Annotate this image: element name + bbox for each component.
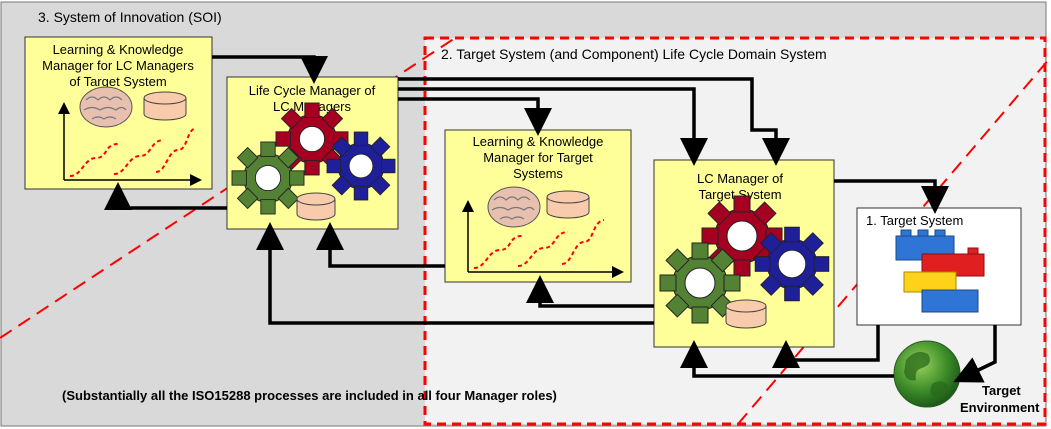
arrow-lk-lc-to-lcm-lc — [212, 55, 328, 84]
arrow-lcm-lc-to-lk-target — [398, 97, 552, 136]
soi-title: 3. System of Innovation (SOI) — [38, 9, 222, 25]
cylinder-icon — [143, 91, 187, 121]
gear-icon-green — [231, 141, 305, 215]
arrow-connectors — [104, 55, 997, 383]
gear-icon-red — [275, 102, 349, 176]
footnote: (Substantially all the ISO15288 processe… — [62, 388, 557, 403]
brain-icon — [487, 186, 541, 228]
box-lk-target-title-3: Systems — [513, 166, 563, 181]
gear-icon-green — [659, 242, 741, 324]
box-lk-lc-title-2: Manager for LC Managers — [42, 58, 194, 73]
environment-label-2: Environment — [960, 400, 1040, 415]
brain-icon — [79, 86, 133, 128]
globe-icon — [893, 340, 961, 408]
cylinder-icon — [725, 299, 767, 329]
cylinder-icon — [546, 190, 590, 219]
cylinder-icon — [296, 192, 336, 221]
box-lcm-target-title-2: Target System — [698, 187, 781, 202]
arrow-lcm-target-to-target — [834, 179, 949, 214]
box-lcm-lc-title-1: Life Cycle Manager of — [249, 83, 376, 98]
arrow-env-to-lcm-target — [680, 340, 894, 378]
s-curve-chart-icon — [58, 102, 202, 186]
box-lk-target-title-1: Learning & Knowledge — [473, 134, 604, 149]
box-target-title: 1. Target System — [866, 213, 963, 228]
box-lk-lc-title-1: Learning & Knowledge — [53, 42, 184, 57]
arrow-lk-target-to-lcm-target — [398, 77, 790, 166]
environment-label-1: Target — [982, 383, 1021, 398]
s-curve-chart-icon — [462, 200, 624, 278]
arrow-target-to-lcm-target — [772, 325, 880, 368]
arrow-lcm-lc-to-lcm-target — [398, 87, 708, 166]
box-lk-target-title-2: Manager for Target — [483, 150, 593, 165]
arrow-lcm-target-to-lk-lc — [256, 222, 654, 325]
arrow-lk-target-to-lcm-lc — [316, 222, 445, 268]
gear-icon-blue — [754, 226, 830, 302]
arrow-lcm-lc-to-lk-lc — [104, 182, 227, 210]
diagonal-dashed-line-right — [737, 57, 1051, 425]
domain-title: 2. Target System (and Component) Life Cy… — [441, 46, 827, 62]
lego-bricks-icon — [895, 229, 985, 313]
gear-icon-blue — [326, 131, 396, 201]
arrow-target-to-env — [953, 325, 997, 383]
arrow-lcm-target-to-lk-target — [526, 275, 654, 308]
gear-icon-red — [701, 195, 783, 277]
box-lcm-target-title-1: LC Manager of — [697, 171, 783, 186]
box-lk-lc-title-3: of Target System — [69, 74, 166, 89]
